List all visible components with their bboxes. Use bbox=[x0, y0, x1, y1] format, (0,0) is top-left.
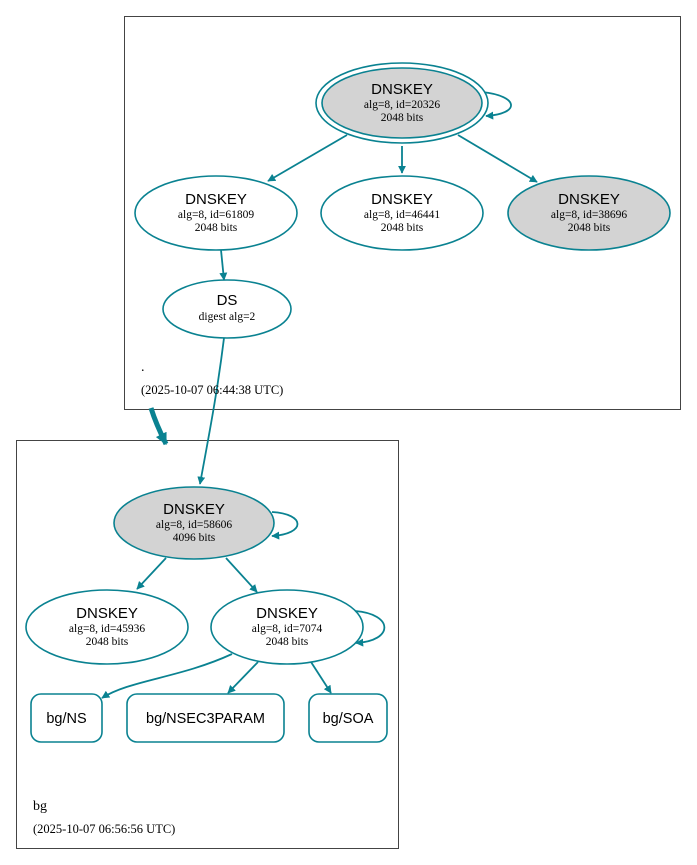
node-title: DNSKEY bbox=[163, 501, 225, 518]
dnskey-node-20326: DNSKEY alg=8, id=20326 2048 bits bbox=[315, 62, 489, 144]
node-title: DS bbox=[217, 292, 238, 309]
node-alg-id: alg=8, id=7074 bbox=[252, 623, 323, 635]
node-alg-id: alg=8, id=46441 bbox=[364, 209, 440, 221]
node-alg-id: alg=8, id=20326 bbox=[364, 99, 440, 111]
rr-node-ns: bg/NS bbox=[30, 693, 103, 743]
root-zone-name: . bbox=[141, 360, 145, 375]
dnskey-node-58606: DNSKEY alg=8, id=58606 4096 bits bbox=[113, 486, 275, 560]
node-bits: 2048 bits bbox=[381, 112, 424, 124]
edge-61809-to-ds bbox=[219, 249, 228, 281]
edge-bg-ksk-to-45936 bbox=[136, 557, 167, 590]
root-edges bbox=[148, 91, 538, 485]
ds-node: DS digest alg=2 bbox=[162, 279, 292, 339]
node-bits: 2048 bits bbox=[86, 636, 129, 648]
bg-edges bbox=[101, 511, 386, 699]
node-bits: 2048 bits bbox=[568, 222, 611, 234]
node-bits: 2048 bits bbox=[381, 222, 424, 234]
node-alg-id: alg=8, id=61809 bbox=[178, 209, 254, 221]
edge-7074-to-ns bbox=[101, 653, 233, 699]
edge-7074-self-loop bbox=[354, 610, 386, 647]
node-alg-id: alg=8, id=38696 bbox=[551, 209, 627, 221]
rr-node-soa: bg/SOA bbox=[308, 693, 388, 743]
bg-zone-name: bg bbox=[33, 799, 47, 814]
edge-ksk-to-38696 bbox=[457, 134, 538, 183]
node-digest: digest alg=2 bbox=[199, 311, 256, 323]
edge-ksk-to-61809 bbox=[267, 134, 348, 182]
edge-ds-to-bg-ksk bbox=[197, 337, 225, 485]
edge-bg-ksk-self-loop bbox=[271, 511, 299, 540]
edge-zone-delegation bbox=[148, 407, 169, 446]
root-zone-timestamp: (2025-10-07 06:44:38 UTC) bbox=[141, 383, 283, 397]
dnskey-node-45936: DNSKEY alg=8, id=45936 2048 bits bbox=[25, 589, 189, 665]
dnskey-node-61809: DNSKEY alg=8, id=61809 2048 bits bbox=[134, 175, 298, 251]
dnskey-node-38696: DNSKEY alg=8, id=38696 2048 bits bbox=[507, 175, 671, 251]
dnskey-node-7074: DNSKEY alg=8, id=7074 2048 bits bbox=[210, 589, 364, 665]
edge-7074-to-nsec3param bbox=[227, 661, 259, 694]
node-alg-id: alg=8, id=45936 bbox=[69, 623, 145, 635]
rr-label: bg/SOA bbox=[323, 711, 374, 727]
node-title: DNSKEY bbox=[256, 605, 318, 622]
rr-node-nsec3param: bg/NSEC3PARAM bbox=[126, 693, 285, 743]
edge-ksk-self-loop bbox=[481, 91, 512, 120]
edge-bg-ksk-to-7074 bbox=[225, 557, 258, 593]
dnskey-node-46441: DNSKEY alg=8, id=46441 2048 bits bbox=[320, 175, 484, 251]
rr-label: bg/NSEC3PARAM bbox=[146, 711, 265, 727]
edge-7074-to-soa bbox=[310, 661, 332, 694]
node-title: DNSKEY bbox=[371, 191, 433, 208]
node-bits: 2048 bits bbox=[195, 222, 238, 234]
rr-label: bg/NS bbox=[46, 711, 86, 727]
node-title: DNSKEY bbox=[76, 605, 138, 622]
node-alg-id: alg=8, id=58606 bbox=[156, 519, 232, 531]
node-title: DNSKEY bbox=[558, 191, 620, 208]
node-title: DNSKEY bbox=[371, 81, 433, 98]
bg-zone-timestamp: (2025-10-07 06:56:56 UTC) bbox=[33, 822, 175, 836]
node-bits: 2048 bits bbox=[266, 636, 309, 648]
node-bits: 4096 bits bbox=[173, 532, 216, 544]
node-title: DNSKEY bbox=[185, 191, 247, 208]
